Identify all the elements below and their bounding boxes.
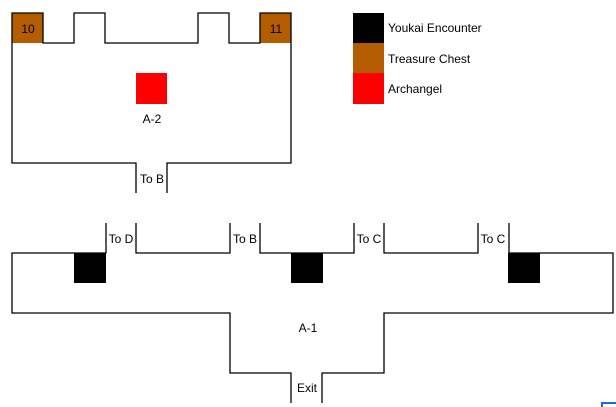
door-to-b[interactable]: To B <box>233 232 257 246</box>
room-a2-label: A-2 <box>143 112 162 126</box>
treasure-chest-10 <box>12 13 43 43</box>
chest-number-10: 10 <box>21 22 35 36</box>
archangel-marker <box>136 73 167 104</box>
youkai-legend-swatch <box>353 13 384 43</box>
selection-corner-marker <box>601 402 616 407</box>
door-to-b[interactable]: To B <box>140 172 164 186</box>
youkai-encounter-2 <box>291 253 323 283</box>
archangel-legend-swatch <box>353 73 384 104</box>
door-to-c[interactable]: To C <box>357 232 382 246</box>
legend-label-archangel: Archangel <box>388 82 442 96</box>
treasure-chest-11 <box>260 13 291 43</box>
legend-label-chest: Treasure Chest <box>388 52 471 66</box>
chest-legend-swatch <box>353 43 384 73</box>
youkai-encounter-1 <box>74 253 106 283</box>
legend: Youkai Encounter Treasure Chest Archange… <box>353 13 482 104</box>
legend-label-youkai: Youkai Encounter <box>388 21 482 35</box>
room-a1: To D To B To C To C A-1 Exit <box>11 223 614 403</box>
room-a2: 10 11 A-2 To B <box>11 12 292 193</box>
room-a1-walls <box>11 223 614 403</box>
chest-number-11: 11 <box>270 22 283 36</box>
room-a1-label: A-1 <box>299 321 318 335</box>
youkai-encounter-3 <box>508 253 540 283</box>
door-to-c-2[interactable]: To C <box>481 232 506 246</box>
door-to-d[interactable]: To D <box>109 232 134 246</box>
exit-door[interactable]: Exit <box>297 381 318 395</box>
room-a2-walls <box>11 12 292 193</box>
